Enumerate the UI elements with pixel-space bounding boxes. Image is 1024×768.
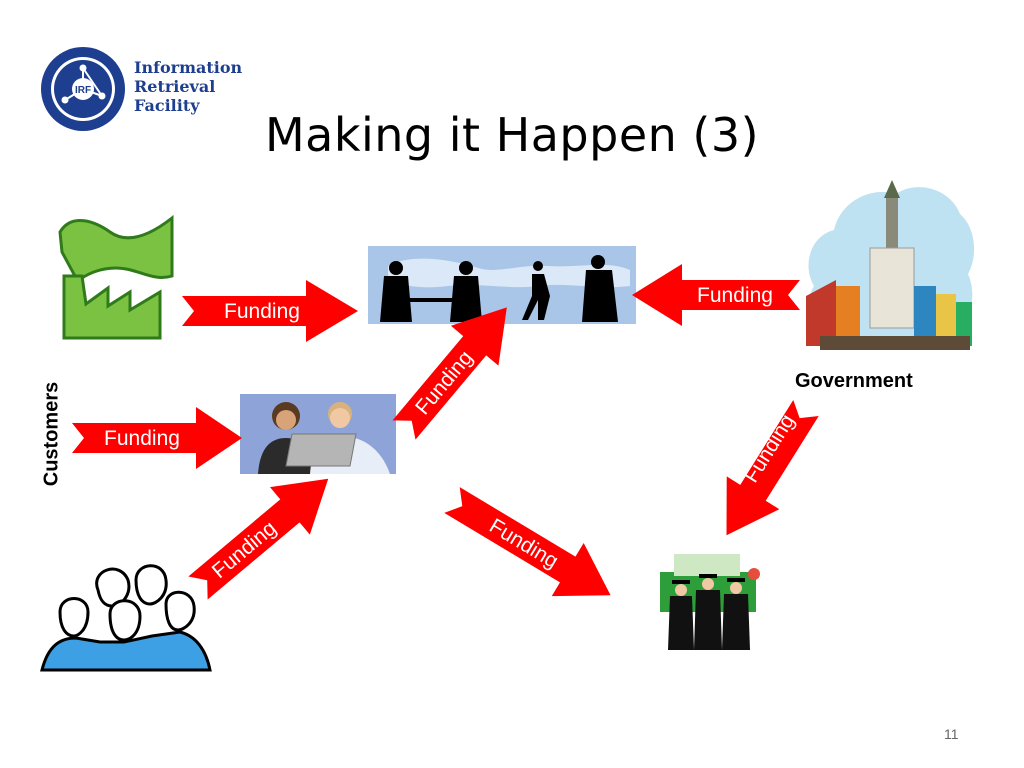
irf-logo-seal: IRF [41,47,125,131]
svg-text:IRF: IRF [75,85,91,96]
logo-text: Information Retrieval Facility [134,58,242,115]
arrow-label: Funding [104,427,180,450]
arrow-team-to-graduates: Funding [444,487,611,597]
arrow-customers-to-team: Funding [72,407,242,469]
logo-line-3: Facility [134,96,200,115]
logo-line-2: Retrieval [134,77,216,96]
page-number: 11 [944,726,959,742]
arrow-label: Funding [224,300,300,323]
team-laptop-image [240,394,396,474]
factory-icon [58,214,174,340]
logo-line-1: Information [134,58,243,77]
government-label: Government [795,370,913,392]
arrow-label: Funding [411,346,477,419]
arrow-label: Funding [208,517,281,583]
arrow-government-to-graduates [726,400,819,536]
slide-title: Making it Happen (3) [264,108,760,162]
arrow-people-to-team: Funding [188,478,329,600]
graduates-icon [660,554,760,650]
city-hall-image [806,180,975,350]
arrow-government-to-business [632,264,800,326]
people-group-icon [40,564,212,672]
arrow-team-to-business: Funding [392,307,507,440]
arrow-label: Funding [697,284,773,307]
arrow-factory-to-business: Funding [182,280,358,342]
